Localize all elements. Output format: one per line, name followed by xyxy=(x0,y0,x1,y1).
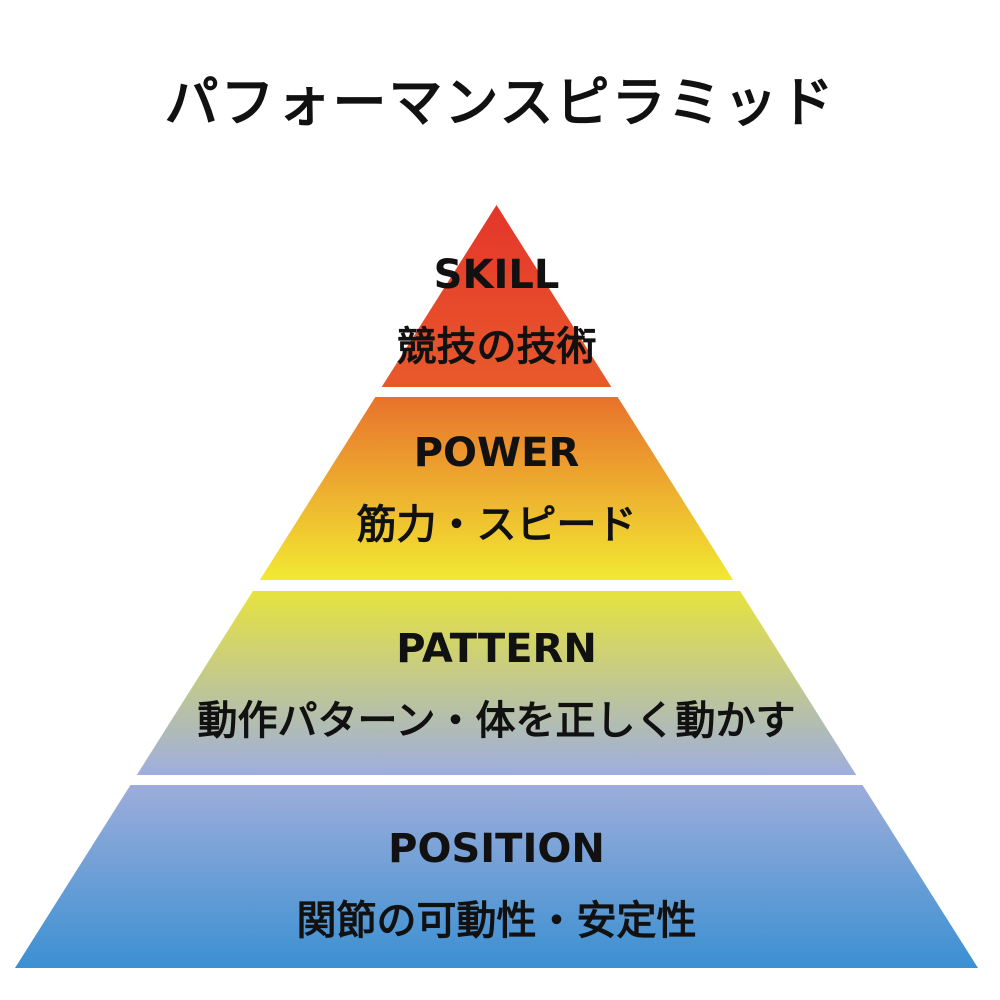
tier-skill xyxy=(381,205,612,387)
tier-pattern-description: 動作パターン・体を正しく動かす xyxy=(198,698,796,744)
tier-power-name: POWER xyxy=(414,430,580,476)
tier-position-description: 関節の可動性・安定性 xyxy=(297,898,697,944)
tier-power xyxy=(259,397,734,580)
tier-power-description: 筋力・スピード xyxy=(357,502,637,548)
tier-pattern xyxy=(136,591,857,775)
tier-position-name: POSITION xyxy=(388,826,605,872)
tier-skill-description: 競技の技術 xyxy=(397,324,597,370)
tier-skill-name: SKILL xyxy=(434,252,560,298)
diagram-title: パフォーマンスピラミッド xyxy=(164,71,836,134)
tier-position xyxy=(15,785,978,968)
tier-pattern-name: PATTERN xyxy=(396,626,597,672)
